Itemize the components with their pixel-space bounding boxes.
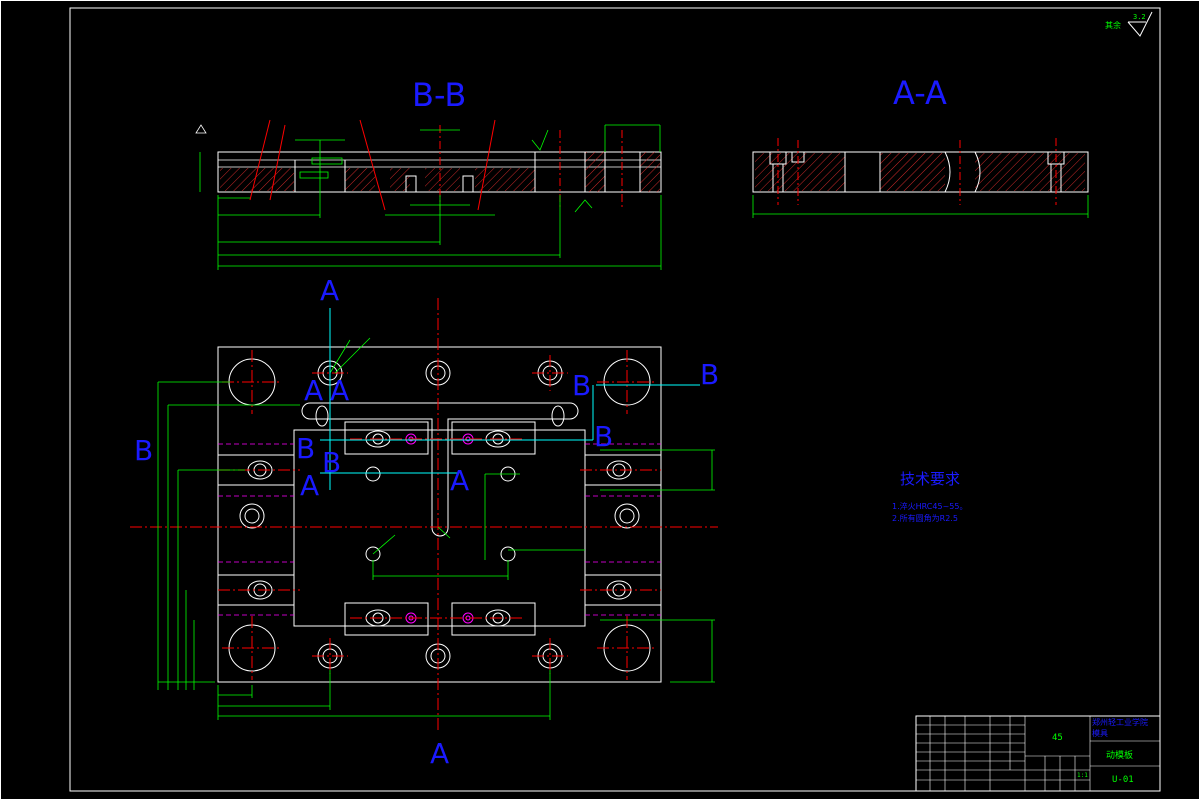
section-mark-inner-b4: B: [594, 420, 613, 453]
title-block-material: 45: [1052, 733, 1063, 743]
title-block: 45 郑州轻工业学院 模具 动模板 U-01 1:1: [915, 715, 1161, 792]
section-mark-inner-a2: A: [330, 374, 349, 407]
title-block-scale: 1:1: [1077, 772, 1088, 779]
title-block-school-1: 郑州轻工业学院: [1092, 717, 1148, 727]
section-mark-a-bottom: A: [430, 737, 449, 770]
tech-req-title: 技术要求: [900, 470, 960, 488]
section-mark-inner-a4: A: [450, 464, 469, 497]
section-mark-b-left: B: [134, 434, 153, 467]
section-bb-view: B-B: [195, 76, 662, 270]
section-mark-inner-a1: A: [304, 374, 323, 407]
title-block-part-name: 动模板: [1106, 749, 1133, 761]
tech-req-item-2: 2.所有圆角为R2.5: [892, 513, 958, 523]
section-mark-inner-a3: A: [300, 469, 319, 502]
title-block-drawing-no: U-01: [1112, 775, 1134, 785]
section-mark-inner-b1: B: [572, 369, 591, 402]
title-block-school-2: 模具: [1092, 728, 1108, 738]
section-mark-inner-b2: B: [296, 432, 315, 465]
section-aa-title: A-A: [893, 74, 947, 112]
plan-view: [130, 298, 718, 730]
section-bb-title: B-B: [412, 76, 466, 114]
section-mark-a-top: A: [320, 274, 339, 307]
tech-req-item-1: 1.淬火HRC45~55。: [892, 501, 967, 511]
technical-requirements: 技术要求 1.淬火HRC45~55。 2.所有圆角为R2.5: [892, 470, 967, 523]
section-mark-b-right: B: [700, 358, 719, 391]
section-mark-inner-b3: B: [322, 446, 341, 479]
section-aa-view: A-A: [752, 74, 1089, 218]
roughness-symbol: 其余 3.2: [1105, 11, 1153, 37]
roughness-value: 3.2: [1133, 13, 1146, 21]
roughness-note: 其余: [1105, 20, 1121, 30]
section-marks: A A B B A A A A B B B B: [134, 274, 719, 770]
